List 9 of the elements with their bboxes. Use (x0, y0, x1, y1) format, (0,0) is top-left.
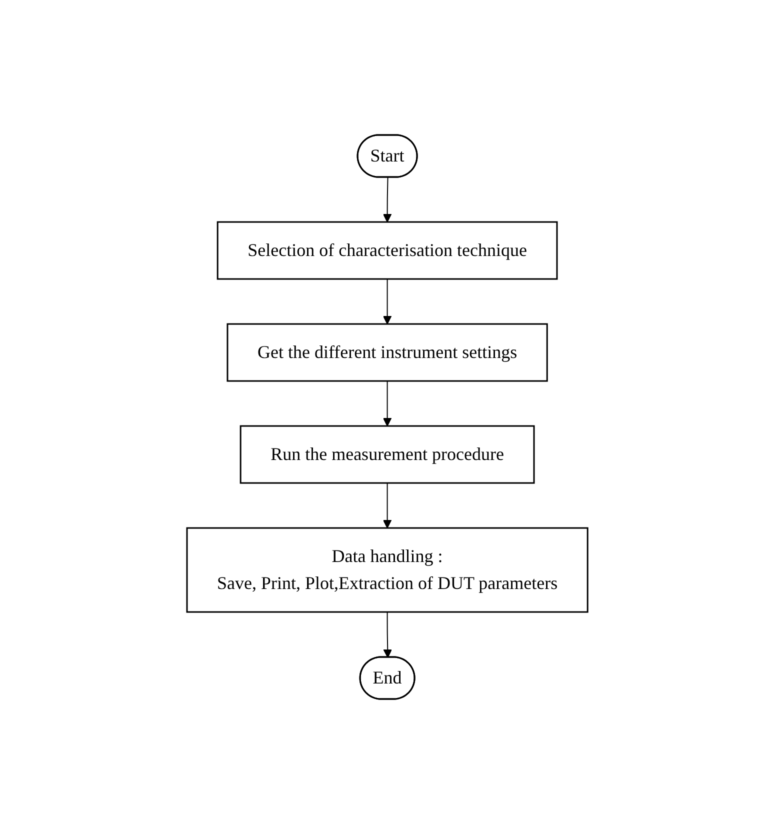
node-box: Run the measurement procedure (240, 424, 535, 484)
arrow (383, 176, 392, 222)
node-box: Data handling : Save, Print, Plot,Extraction of DUT parameters (186, 526, 589, 612)
arrow (383, 380, 392, 426)
arrow (383, 482, 392, 528)
arrow (383, 611, 392, 658)
node-box: Get the different instrument settings (226, 322, 548, 382)
arrow (383, 278, 392, 324)
node-box: Selection of characterisation technique (217, 220, 558, 280)
